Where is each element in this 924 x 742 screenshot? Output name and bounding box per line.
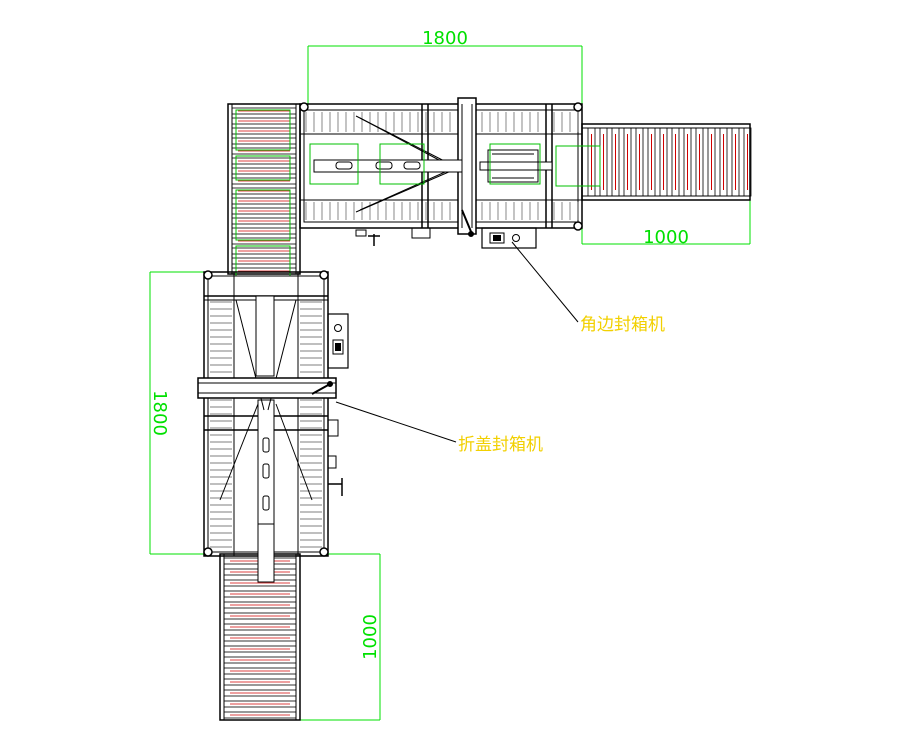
dimension-right-label: 1000 <box>643 227 689 248</box>
fold-flap-sealer <box>197 270 343 583</box>
roller <box>231 187 297 195</box>
dimension-top <box>307 45 583 108</box>
roller <box>623 127 632 197</box>
roller <box>231 167 297 175</box>
callout-leader-corner <box>511 241 579 323</box>
roller <box>611 127 620 197</box>
roller <box>683 127 692 197</box>
roller <box>223 656 297 664</box>
callout-corner-sealer: 角边封箱机 <box>580 315 665 335</box>
roller <box>707 127 716 197</box>
roller <box>231 127 297 135</box>
roller <box>231 157 297 165</box>
corner-side-sealer <box>299 97 583 246</box>
roller <box>231 257 297 265</box>
roller <box>231 247 297 255</box>
roller <box>659 127 668 197</box>
roller <box>231 237 297 245</box>
roller <box>231 147 297 155</box>
roller <box>223 645 297 653</box>
roller <box>223 700 297 708</box>
dimension-right <box>581 200 751 245</box>
roller <box>231 177 297 185</box>
corner-sealer-control-box <box>481 227 537 249</box>
roller <box>719 127 728 197</box>
roller <box>223 590 297 598</box>
roller <box>231 217 297 225</box>
dimension-bottom <box>300 553 381 721</box>
roller <box>223 612 297 620</box>
roller <box>223 678 297 686</box>
roller <box>231 267 297 275</box>
dimension-top-label: 1800 <box>422 28 468 49</box>
roller <box>231 137 297 145</box>
dimension-bottom-label: 1000 <box>360 614 381 660</box>
roller <box>587 127 596 197</box>
roller <box>231 107 297 115</box>
roller <box>223 689 297 697</box>
roller <box>231 227 297 235</box>
callout-leader-fold <box>335 401 457 443</box>
dimension-left-label: 1800 <box>149 390 170 436</box>
dimension-left <box>149 271 210 555</box>
roller <box>731 127 740 197</box>
roller <box>223 601 297 609</box>
roller <box>231 197 297 205</box>
roller <box>223 634 297 642</box>
right-roller-conveyor <box>581 123 752 201</box>
roller <box>223 667 297 675</box>
roller <box>635 127 644 197</box>
roller <box>743 127 752 197</box>
top-left-roller-conveyor <box>227 103 301 275</box>
roller <box>671 127 680 197</box>
roller <box>231 117 297 125</box>
fold-sealer-control-box <box>327 313 349 369</box>
roller <box>695 127 704 197</box>
roller <box>231 207 297 215</box>
callout-fold-sealer: 折盖封箱机 <box>458 435 543 455</box>
roller <box>223 711 297 719</box>
roller <box>223 623 297 631</box>
roller <box>647 127 656 197</box>
